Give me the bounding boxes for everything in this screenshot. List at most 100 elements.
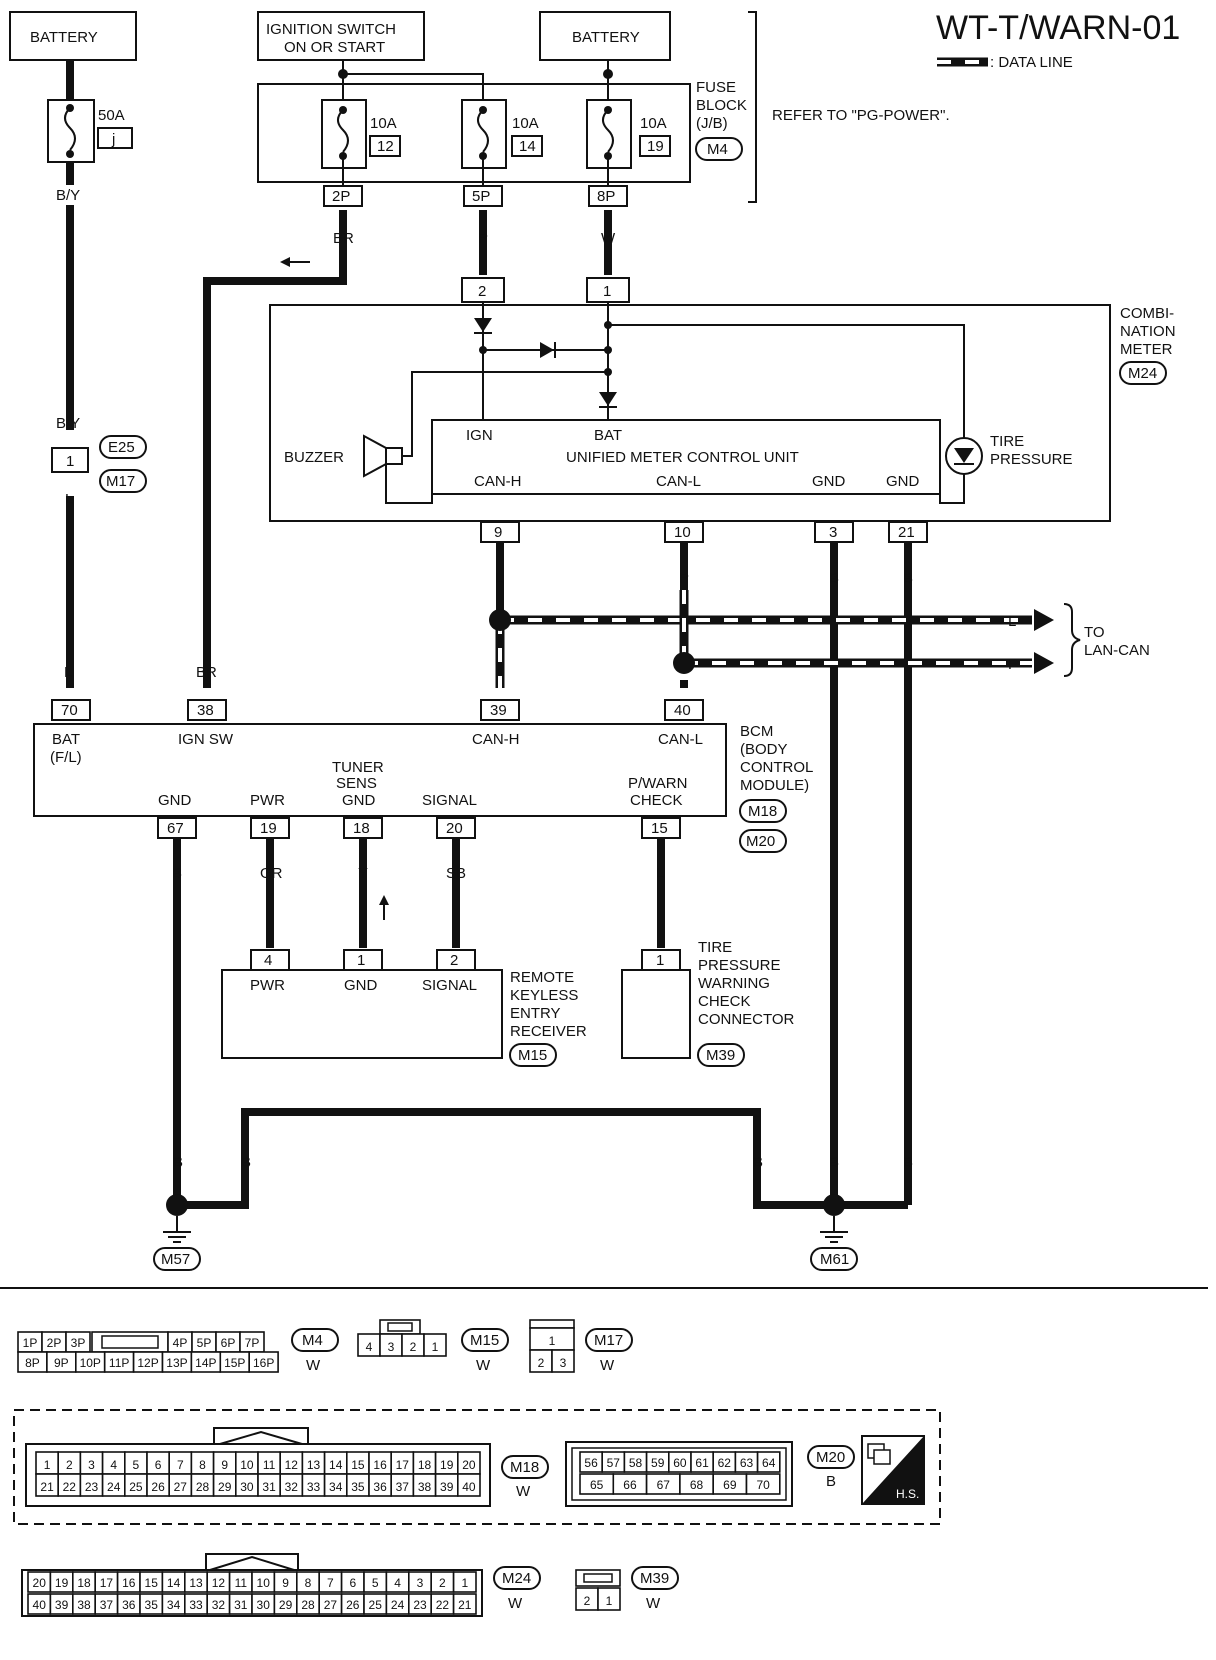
svg-text:j: j	[111, 131, 115, 148]
m24-cell-label: 28	[301, 1598, 315, 1612]
m18-cell-label: 25	[129, 1480, 143, 1494]
svg-text:B/Y: B/Y	[56, 415, 80, 432]
svg-text:IGN: IGN	[466, 427, 493, 444]
m39-cell-label: 2	[584, 1594, 591, 1608]
svg-text:GND: GND	[886, 473, 920, 490]
m20-cell-label: 62	[718, 1456, 732, 1470]
svg-text:67: 67	[167, 820, 184, 837]
m4-cell-label: 13P	[166, 1356, 187, 1370]
svg-text:GND: GND	[812, 473, 846, 490]
m18-cell-label: 22	[63, 1480, 77, 1494]
m24-cell-label: 20	[33, 1576, 47, 1590]
m24-cell-label: 9	[282, 1576, 289, 1590]
svg-text:B: B	[753, 1154, 763, 1171]
m24-cell-label: 31	[234, 1598, 248, 1612]
m24-cell-label: 14	[167, 1576, 181, 1590]
svg-text:BUZZER: BUZZER	[284, 449, 344, 466]
m24-cell-label: 16	[122, 1576, 136, 1590]
svg-text:ENTRY: ENTRY	[510, 1005, 561, 1022]
m20-cell	[745, 1473, 781, 1495]
m18-cell-label: 35	[351, 1480, 365, 1494]
svg-text:BATTERY: BATTERY	[572, 29, 640, 46]
svg-text:P: P	[1008, 656, 1018, 673]
m24-cell	[452, 1593, 477, 1615]
m20-cell-label: 60	[673, 1456, 687, 1470]
m18-cell-label: 37	[396, 1480, 410, 1494]
m18-cell-label: 11	[263, 1458, 276, 1472]
arrow-l-icon	[1034, 609, 1054, 631]
m15-cell-label: 3	[388, 1340, 395, 1354]
svg-text:9: 9	[494, 524, 502, 541]
svg-text:W: W	[600, 1357, 615, 1374]
svg-text:M57: M57	[161, 1251, 190, 1268]
svg-text:M18: M18	[510, 1459, 539, 1476]
svg-text:CHECK: CHECK	[630, 792, 683, 809]
svg-text:LAN-CAN: LAN-CAN	[1084, 642, 1150, 659]
ground-m61	[820, 1194, 848, 1243]
svg-text:1: 1	[603, 283, 611, 300]
svg-text:CHECK: CHECK	[698, 993, 751, 1010]
svg-text:BLOCK: BLOCK	[696, 97, 747, 114]
svg-text:BCM: BCM	[740, 723, 773, 740]
svg-text:1: 1	[357, 952, 365, 969]
svg-text:L: L	[656, 865, 664, 882]
m20-cell-label: 69	[723, 1478, 737, 1492]
svg-text:REMOTE: REMOTE	[510, 969, 574, 986]
refer-pg-power: REFER TO "PG-POWER".	[772, 107, 950, 124]
m24-cell-label: 24	[391, 1598, 405, 1612]
m15-cell-label: 2	[410, 1340, 417, 1354]
m4-cell-label: 9P	[54, 1356, 69, 1370]
svg-text:CONNECTOR: CONNECTOR	[698, 1011, 795, 1028]
m4-cell-label: 1P	[23, 1336, 38, 1350]
m18-cell	[456, 1473, 481, 1497]
svg-text:IGN SW: IGN SW	[178, 731, 234, 748]
m18-cell-label: 21	[40, 1480, 54, 1494]
svg-text:M24: M24	[1128, 365, 1157, 382]
m24-cell-label: 39	[55, 1598, 69, 1612]
svg-text:B: B	[903, 1154, 913, 1171]
m18-cell-label: 28	[196, 1480, 210, 1494]
m20-cell-label: 67	[657, 1478, 671, 1492]
remote-keyless-entry-receiver	[221, 969, 503, 1059]
fuse-50a	[47, 99, 95, 185]
m4-cell-label: 14P	[195, 1356, 216, 1370]
svg-text:B: B	[826, 1473, 836, 1490]
svg-text:10A: 10A	[640, 115, 667, 132]
svg-text:10A: 10A	[512, 115, 539, 132]
arrow-p-icon	[1034, 652, 1054, 674]
m24-cell-label: 2	[439, 1576, 446, 1590]
svg-text:SB: SB	[446, 865, 466, 882]
m18-cell-label: 33	[307, 1480, 321, 1494]
m20-cell-label: 63	[740, 1456, 754, 1470]
m24-cell-label: 1	[461, 1576, 468, 1590]
svg-text:GND: GND	[342, 792, 376, 809]
svg-text:B: B	[903, 570, 913, 587]
buzzer-icon	[363, 434, 403, 478]
m18-cell-label: 9	[221, 1458, 228, 1472]
splice-can-l	[673, 652, 695, 674]
svg-text:E25: E25	[108, 439, 135, 456]
svg-text:M39: M39	[640, 1570, 669, 1587]
m18-cell-label: 29	[218, 1480, 232, 1494]
m20-cell-label: 61	[695, 1456, 709, 1470]
svg-text:B: B	[829, 1154, 839, 1171]
bcm	[33, 723, 727, 817]
m20-cell-label: 64	[762, 1456, 776, 1470]
svg-text:GR: GR	[260, 865, 283, 882]
svg-text:L: L	[64, 664, 72, 681]
svg-text:W: W	[601, 230, 616, 247]
svg-text:M17: M17	[594, 1332, 623, 1349]
m20-cell-label: 65	[590, 1478, 604, 1492]
legend-data-line: : DATA LINE	[937, 54, 1073, 71]
svg-text:P: P	[478, 230, 488, 247]
svg-text:P/WARN: P/WARN	[628, 775, 687, 792]
m4-cell-label: 5P	[197, 1336, 212, 1350]
m18-cell-label: 24	[107, 1480, 121, 1494]
svg-text:5P: 5P	[472, 188, 490, 205]
m4-cell-label: 10P	[80, 1356, 101, 1370]
m4-cell-label: 15P	[224, 1356, 245, 1370]
m17-cell	[551, 1349, 575, 1373]
